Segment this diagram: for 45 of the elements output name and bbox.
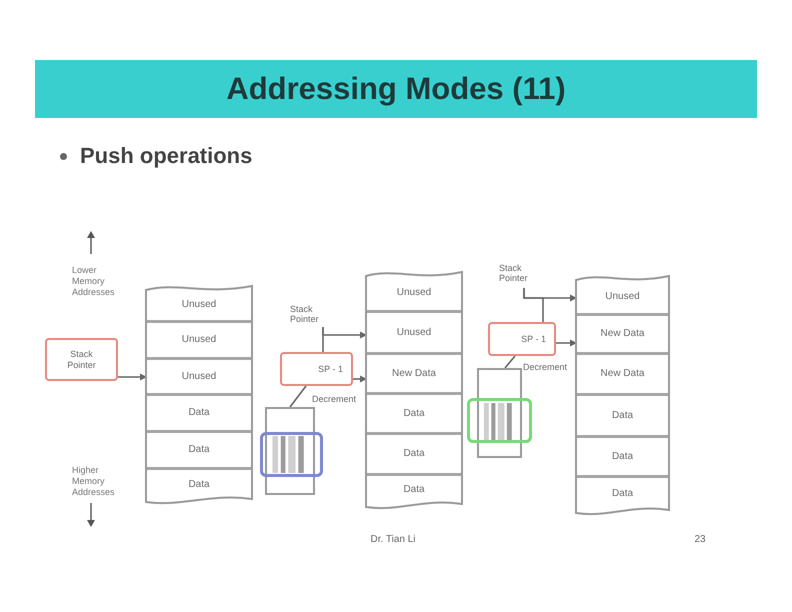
memory-slot: Unused (577, 280, 668, 313)
memory-slot: Unused (367, 276, 461, 310)
register-drawing (477, 368, 522, 458)
memory-slot: Data (577, 475, 668, 510)
address-note: Lower Memory Addresses (72, 265, 116, 299)
bullet-text: Push operations (80, 142, 254, 170)
memory-slot: Data (147, 430, 251, 467)
page-number: 23 (693, 533, 707, 547)
memory-slot: Data (577, 435, 668, 475)
memory-slot: Data (577, 393, 668, 435)
memory-stack (145, 282, 253, 507)
memory-slot: New Data (577, 352, 668, 393)
memory-slot: New Data (367, 352, 461, 392)
pointer-value-box: SP - 1 (488, 322, 556, 356)
memory-slot: Data (367, 392, 461, 432)
connector-line (523, 288, 544, 322)
connector-line (504, 355, 516, 369)
memory-slot: Unused (147, 357, 251, 393)
memory-slot: Data (147, 467, 251, 499)
memory-slot: Data (367, 432, 461, 473)
slide-title: Addressing Modes (11) (35, 60, 757, 118)
register-drawing (265, 407, 315, 495)
edge-label: Decrement (522, 361, 568, 373)
highlight-frame (467, 398, 532, 443)
connector-line (322, 327, 324, 352)
pointer-arrow (353, 376, 367, 382)
edge-label: Decrement (311, 393, 358, 405)
memory-stack (365, 268, 463, 512)
memory-slot: Data (367, 473, 461, 504)
footer-author: Dr. Tian Li (369, 533, 417, 547)
memory-slot: Unused (367, 310, 461, 352)
stack-pointer-box: Stack Pointer (45, 338, 118, 381)
pointer-value-box: SP - 1 (280, 352, 353, 386)
pointer-arrow (556, 340, 577, 346)
highlight-frame (260, 432, 323, 477)
memory-slot: Data (147, 393, 251, 430)
memory-stack (575, 272, 670, 518)
pointer-label: Stack Pointer (499, 263, 543, 288)
address-note: Higher Memory Addresses (72, 465, 116, 499)
memory-slot: Unused (147, 290, 251, 320)
pointer-label: Stack Pointer (290, 304, 334, 327)
memory-slot: New Data (577, 313, 668, 352)
pointer-arrow (118, 374, 147, 380)
connector-line (289, 386, 307, 408)
memory-slot: Unused (147, 320, 251, 357)
